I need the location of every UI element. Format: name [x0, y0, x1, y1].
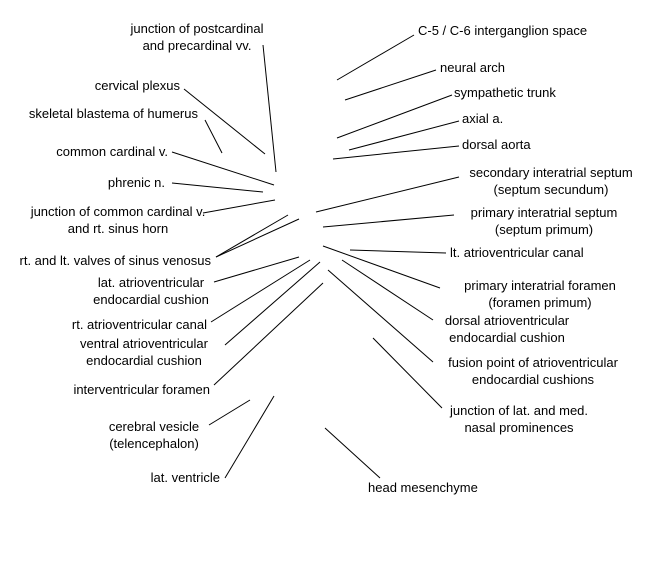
leader-line — [348, 120, 460, 151]
label-text: axial a. — [462, 111, 503, 126]
label-humerus-blastema: skeletal blastema of humerus — [29, 106, 223, 154]
leader-line — [349, 249, 447, 254]
label-text: endocardial cushion — [86, 353, 202, 368]
label-lat-av-cushion: lat. atrioventricular endocardial cushion — [93, 256, 300, 307]
leader-line — [344, 69, 437, 101]
label-text: junction of lat. and med. — [449, 403, 588, 418]
label-head-mesenchyme: head mesenchyme — [324, 427, 478, 495]
label-text: head mesenchyme — [368, 480, 478, 495]
label-dorsal-av-cushion: dorsal atrioventricular endocardial cushi… — [341, 259, 570, 345]
leader-line — [336, 34, 415, 81]
leader-line — [322, 214, 455, 228]
label-septum-secundum: secondary interatrial septum (septum secu… — [315, 165, 633, 213]
label-text: dorsal atrioventricular — [445, 313, 570, 328]
label-text: nasal prominences — [464, 420, 574, 435]
label-text: secondary interatrial septum — [469, 165, 632, 180]
leader-line — [327, 269, 434, 363]
leader-line — [213, 282, 324, 386]
label-text: cerebral vesicle — [109, 419, 199, 434]
label-text: lat. ventricle — [151, 470, 220, 485]
leader-line — [202, 199, 276, 214]
label-cerebral-vesicle: cerebral vesicle (telencephalon) — [109, 399, 251, 451]
label-text: fusion point of atrioventricular — [448, 355, 618, 370]
label-nasal-prominences-junction: junction of lat. and med. nasal prominenc… — [372, 337, 588, 435]
label-text: common cardinal v. — [56, 144, 168, 159]
label-lt-av-canal: lt. atrioventricular canal — [349, 245, 584, 260]
label-text: skeletal blastema of humerus — [29, 106, 199, 121]
label-common-cardinal-vein: common cardinal v. — [56, 144, 275, 186]
label-phrenic-nerve: phrenic n. — [108, 175, 264, 193]
label-lat-ventricle: lat. ventricle — [151, 395, 275, 485]
leader-line — [210, 259, 311, 323]
label-cervical-plexus: cervical plexus — [95, 78, 266, 155]
leader-line — [183, 88, 266, 155]
leader-line — [262, 44, 277, 173]
label-text: endocardial cushions — [472, 372, 595, 387]
label-text: endocardial cushion — [93, 292, 209, 307]
label-text: primary interatrial septum — [471, 205, 618, 220]
leader-line — [171, 151, 275, 186]
label-text: lat. atrioventricular — [98, 275, 205, 290]
leader-line — [324, 427, 381, 479]
leader-line — [341, 259, 434, 321]
label-text: interventricular foramen — [73, 382, 210, 397]
label-sinus-venosus-valves: rt. and lt. valves of sinus venosus — [20, 214, 300, 268]
leader-line — [224, 395, 275, 479]
leader-line — [215, 218, 300, 258]
label-av-cushion-fusion: fusion point of atrioventricular endocard… — [327, 269, 619, 387]
label-text: and precardinal vv. — [143, 38, 252, 53]
leader-line — [213, 256, 300, 283]
label-text: rt. and lt. valves of sinus venosus — [20, 253, 212, 268]
label-text: (septum primum) — [495, 222, 593, 237]
leader-line — [372, 337, 443, 409]
label-text: sympathetic trunk — [454, 85, 556, 100]
label-text: C-5 / C-6 interganglion space — [418, 23, 587, 38]
label-text: phrenic n. — [108, 175, 165, 190]
label-text: junction of postcardinal — [130, 21, 264, 36]
label-text: junction of common cardinal v. — [30, 204, 206, 219]
label-common-cardinal-sinus-horn-junction: junction of common cardinal v. and rt. si… — [30, 199, 276, 236]
label-text: and rt. sinus horn — [68, 221, 168, 236]
label-foramen-primum: primary interatrial foramen (foramen prim… — [322, 245, 616, 310]
label-text: (foramen primum) — [488, 295, 591, 310]
label-sympathetic-trunk: sympathetic trunk — [336, 85, 556, 139]
leader-line — [215, 214, 289, 258]
label-text: (telencephalon) — [109, 436, 199, 451]
label-text: rt. atrioventricular canal — [72, 317, 207, 332]
label-text: dorsal aorta — [462, 137, 531, 152]
label-text: ventral atrioventricular — [80, 336, 209, 351]
leader-line — [208, 399, 251, 426]
leader-line — [224, 261, 321, 346]
leader-line — [204, 119, 223, 154]
leader-line — [315, 176, 460, 213]
label-text: endocardial cushion — [449, 330, 565, 345]
label-text: lt. atrioventricular canal — [450, 245, 584, 260]
label-septum-primum: primary interatrial septum (septum primum… — [322, 205, 618, 237]
label-ventral-av-cushion: ventral atrioventricular endocardial cush… — [80, 261, 321, 368]
leader-line — [332, 145, 460, 160]
leader-line — [171, 182, 264, 193]
label-interganglion-space: C-5 / C-6 interganglion space — [336, 23, 587, 81]
label-text: primary interatrial foramen — [464, 278, 616, 293]
label-neural-arch: neural arch — [344, 60, 505, 101]
label-text: neural arch — [440, 60, 505, 75]
label-postcardinal-precardinal-junction: junction of postcardinal and precardinal … — [130, 21, 277, 173]
label-text: cervical plexus — [95, 78, 181, 93]
leader-line — [322, 245, 441, 289]
label-dorsal-aorta: dorsal aorta — [332, 137, 531, 160]
leader-line — [336, 94, 453, 139]
label-rt-av-canal: rt. atrioventricular canal — [72, 259, 311, 332]
label-interventricular-foramen: interventricular foramen — [73, 282, 324, 397]
label-axial-artery: axial a. — [348, 111, 503, 151]
label-text: (septum secundum) — [494, 182, 609, 197]
